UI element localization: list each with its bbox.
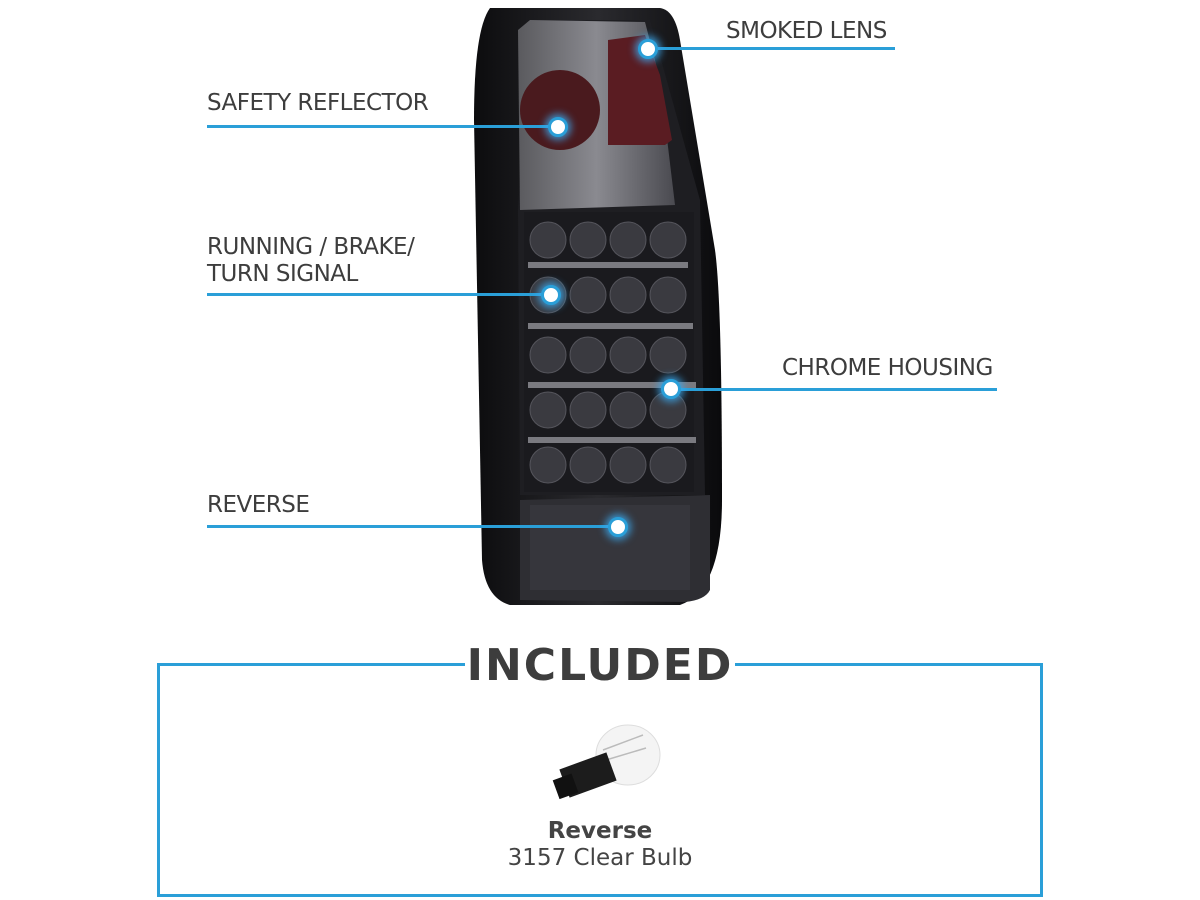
tail-light-image: [474, 8, 722, 605]
callout-label-reverse: REVERSE: [207, 492, 310, 518]
callout-label-turn-signal: TURN SIGNAL: [207, 261, 358, 287]
callout-line-running: [207, 293, 550, 296]
callout-line-smoked-lens: [648, 47, 895, 50]
included-box-right: [1040, 663, 1043, 897]
included-box-left: [157, 663, 160, 897]
callout-dot-running: [541, 285, 561, 305]
callout-label-chrome-housing: CHROME HOUSING: [782, 355, 993, 381]
included-item-description: 3157 Clear Bulb: [507, 845, 693, 871]
included-box-top-left: [157, 663, 465, 666]
callout-label-safety-reflector: SAFETY REFLECTOR: [207, 90, 429, 116]
bulb-image: [552, 724, 661, 800]
included-item-name: Reverse: [547, 818, 653, 844]
included-title: INCLUDED: [466, 640, 734, 691]
callout-dot-reverse: [608, 517, 628, 537]
callout-line-chrome-housing: [670, 388, 997, 391]
included-box-top-right: [735, 663, 1043, 666]
included-box-bottom: [157, 894, 1043, 897]
callout-line-safety-reflector: [207, 125, 557, 128]
callout-label-smoked-lens: SMOKED LENS: [726, 18, 887, 44]
callout-dot-smoked-lens: [638, 39, 658, 59]
callout-dot-safety-reflector: [548, 117, 568, 137]
callout-line-reverse: [207, 525, 617, 528]
callout-label-running-brake: RUNNING / BRAKE/: [207, 234, 415, 260]
callout-dot-chrome-housing: [661, 379, 681, 399]
